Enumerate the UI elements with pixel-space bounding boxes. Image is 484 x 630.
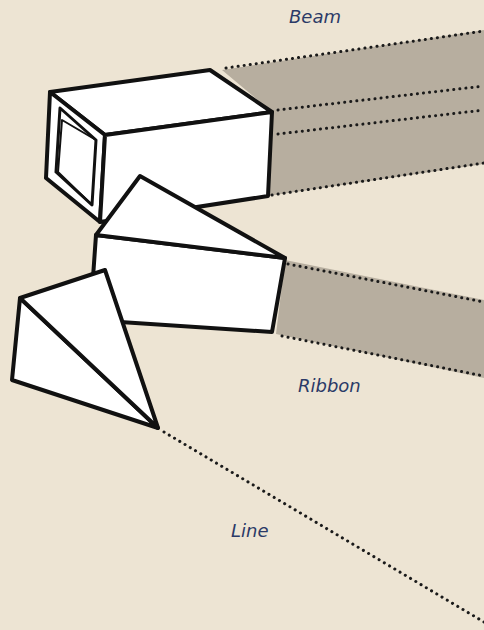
beam-label: Beam [287, 6, 343, 27]
ribbon-fill [276, 260, 484, 378]
line-label: Line [229, 520, 271, 541]
ribbon-light [276, 260, 484, 378]
cone-source [12, 270, 158, 428]
line-light [164, 432, 484, 622]
ribbon-label: Ribbon [296, 375, 363, 396]
